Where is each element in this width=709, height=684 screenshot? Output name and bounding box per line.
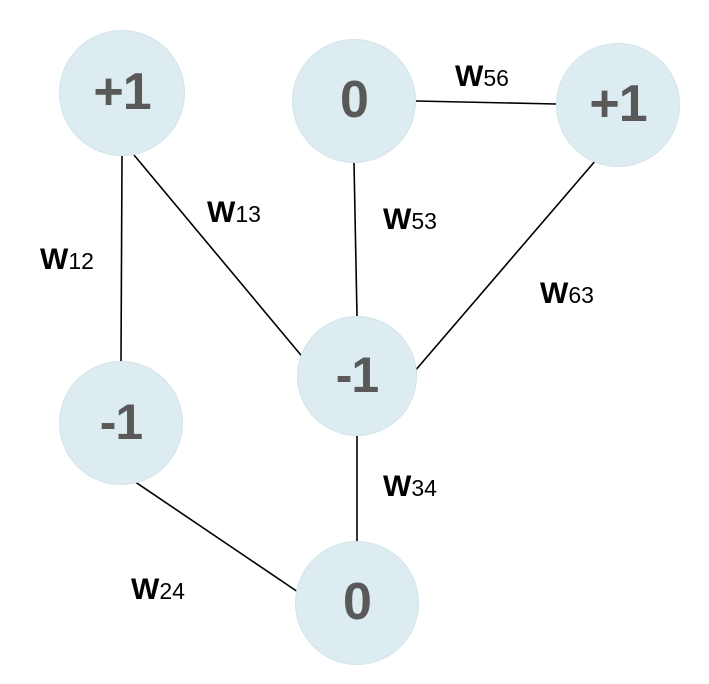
edge-label-symbol: W [383,470,412,503]
edge-label-e24: W24 [131,573,185,607]
graph-node-label: 0 [343,573,372,631]
graph-node-label: -1 [99,394,143,450]
edge-label-subscript: 13 [235,201,261,227]
edge-label-symbol: W [540,277,569,310]
graph-edge-e56 [415,100,557,105]
edge-label-subscript: 53 [411,208,437,234]
graph-node-label: 0 [340,71,369,129]
edge-label-e56: W56 [455,60,509,94]
edge-label-e63: W63 [540,277,594,311]
graph-node-label: -1 [335,347,379,403]
graph-node-label: +1 [93,63,151,121]
graph-node-n5[interactable]: 0 [292,39,416,163]
edge-label-subscript: 63 [568,282,594,308]
graph-node-n6[interactable]: +1 [556,43,680,167]
edge-label-subscript: 24 [159,578,185,604]
edge-label-e34: W34 [383,470,437,504]
edge-label-symbol: W [383,203,412,236]
edge-label-subscript: 34 [411,475,437,501]
graph-edge-e12 [120,155,123,362]
graph-node-label: +1 [589,75,647,133]
edge-label-e53: W53 [383,203,437,237]
edge-label-e12: W12 [40,243,94,277]
graph-edge-e13 [133,154,306,361]
edge-label-symbol: W [131,573,160,606]
edge-label-subscript: 56 [483,65,509,91]
graph-node-n3[interactable]: -1 [297,316,417,436]
graph-edge-e24 [121,472,299,593]
edge-label-subscript: 12 [68,248,94,274]
graph-node-n1[interactable]: +1 [59,30,185,156]
graph-node-n4[interactable]: 0 [295,541,419,665]
graph-node-n2[interactable]: -1 [59,361,183,485]
graph-edge-e53 [353,162,358,317]
edge-label-symbol: W [455,60,484,93]
edge-label-symbol: W [40,243,69,276]
graph-edge-e63 [413,159,597,373]
edge-label-e13: W13 [207,196,261,230]
edge-label-symbol: W [207,196,236,229]
